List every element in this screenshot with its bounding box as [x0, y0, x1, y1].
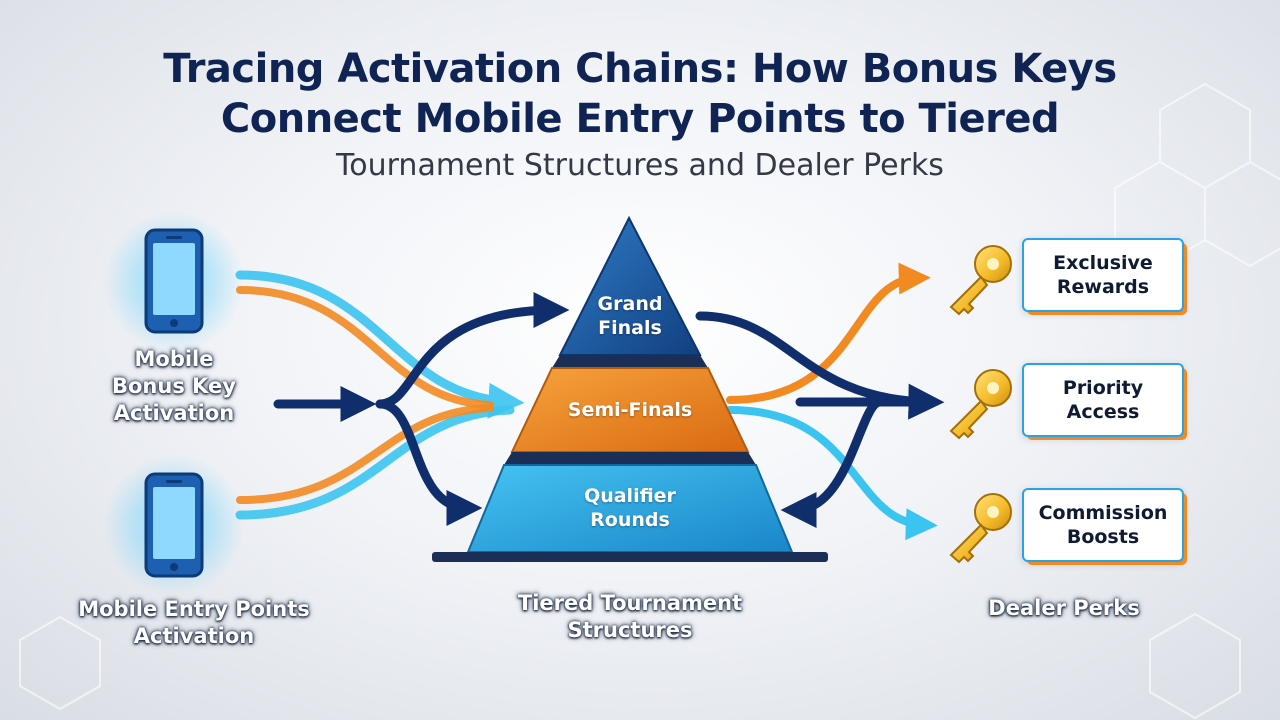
perk-exclusive-rewards: Exclusive Rewards — [1022, 238, 1184, 312]
smartphone-icon — [144, 228, 204, 334]
output-flow-lines — [695, 262, 945, 541]
smartphone-icon — [144, 472, 204, 578]
perk-priority-access: Priority Access — [1022, 363, 1184, 437]
key-icon — [949, 493, 1012, 564]
perk-commission-boosts: Commission Boosts — [1022, 488, 1184, 562]
input-label-bonus-key: Mobile Bonus Key Activation — [112, 347, 236, 425]
perks-section-label: Dealer Perks — [988, 596, 1140, 620]
pyramid-base — [432, 552, 828, 562]
page-subtitle: Tournament Structures and Dealer Perks — [336, 148, 944, 183]
input-flow-lines — [235, 270, 570, 526]
tier-label-grand-finals: Grand Finals — [597, 293, 663, 339]
key-icon — [949, 369, 1012, 440]
page-title-line-2: Connect Mobile Entry Points to Tiered — [220, 96, 1060, 142]
pyramid-section-label: Tiered Tournament Structures — [517, 591, 743, 642]
key-icon — [949, 245, 1012, 316]
input-label-entry-points: Mobile Entry Points Activation — [78, 597, 310, 648]
tier-label-qualifier-rounds: Qualifier Rounds — [584, 485, 676, 531]
tournament-pyramid — [432, 215, 828, 562]
tier-label-semi-finals: Semi-Finals — [567, 399, 693, 421]
page-title-line-1: Tracing Activation Chains: How Bonus Key… — [163, 46, 1117, 92]
